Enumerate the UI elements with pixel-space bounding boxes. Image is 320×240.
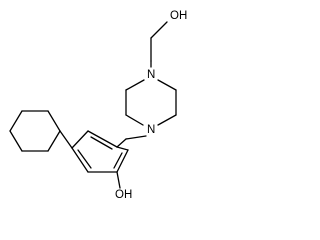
benzyl-linker xyxy=(116,135,147,148)
cy-bond-1 xyxy=(47,110,61,132)
ring-double-2 xyxy=(77,149,92,169)
atom-label-hydroxyl-top: OH xyxy=(170,10,187,22)
atom-labels: OH N N OH xyxy=(115,10,187,201)
ring-bond-6 xyxy=(116,146,129,151)
bond-n4-cc xyxy=(157,114,177,126)
bond-ring-o xyxy=(116,171,121,189)
bond-n4-ch2 xyxy=(125,135,147,140)
atom-label-nitrogen-bottom: N xyxy=(147,124,155,136)
bond-cb-n4 xyxy=(125,114,144,126)
chemical-structure-diagram: OH N N OH xyxy=(9,10,187,201)
atom-label-hydroxyl-phenol: OH xyxy=(115,189,132,201)
cy-bond-6 xyxy=(47,130,61,152)
cyclohexyl-ring xyxy=(9,110,73,152)
bond-o-c1 xyxy=(150,21,168,39)
cy-bond-4 xyxy=(9,130,23,152)
atom-label-nitrogen-top: N xyxy=(147,69,155,81)
cy-bond-3 xyxy=(9,110,23,132)
piperazine-ring xyxy=(125,79,177,126)
ring-double-3 xyxy=(113,152,123,169)
hydroxyethyl-chain xyxy=(150,21,168,68)
bond-cd-n1 xyxy=(157,79,177,91)
bond-aryl-cyclohexyl xyxy=(59,130,73,149)
phenol-ring xyxy=(71,130,129,189)
ring-bond-3 xyxy=(71,147,89,173)
bond-n1-ca xyxy=(125,79,145,91)
ring-bond-2 xyxy=(71,130,89,149)
bond-ch2-aryl xyxy=(116,138,127,148)
ring-bond-1 xyxy=(87,130,118,148)
ring-bond-5 xyxy=(116,149,129,173)
ring-double-1 xyxy=(90,136,113,150)
